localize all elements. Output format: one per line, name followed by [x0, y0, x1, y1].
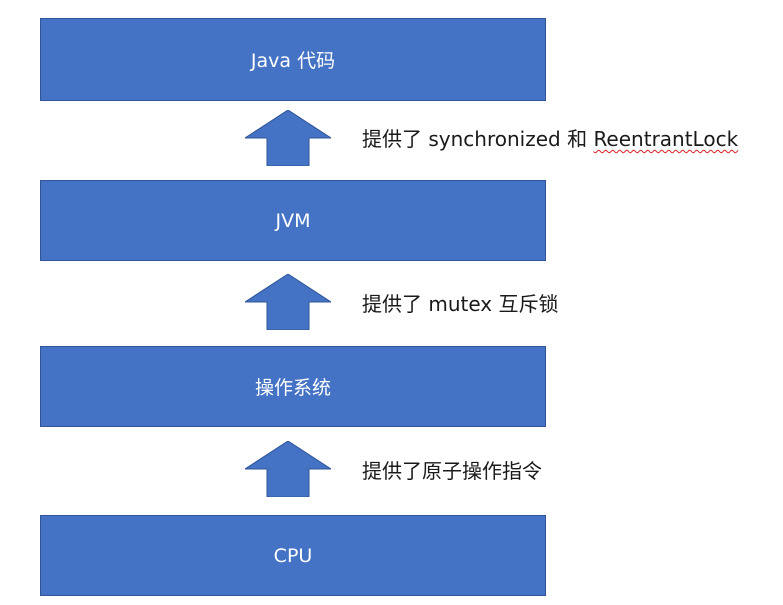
cpu-layer[interactable]: CPU	[40, 515, 546, 596]
caption-text: 提供了 mutex 互斥锁	[362, 292, 559, 316]
reentrantlock-text: ReentrantLock	[593, 127, 739, 151]
up-arrow-icon	[245, 441, 331, 497]
up-arrow-icon	[245, 274, 331, 330]
caption-text: 提供了原子操作指令	[362, 459, 542, 483]
jvm-layer[interactable]: JVM	[40, 180, 546, 261]
java-code-layer[interactable]: Java 代码	[40, 18, 546, 101]
caption-text: 提供了 synchronized 和	[362, 127, 594, 151]
jvm-label: JVM	[275, 209, 311, 232]
operating-system-layer[interactable]: 操作系统	[40, 346, 546, 427]
cpu-provides-caption: 提供了原子操作指令	[362, 459, 542, 483]
java-code-label: Java 代码	[250, 50, 336, 72]
operating-system-label: 操作系统	[254, 377, 331, 399]
os-provides-caption: 提供了 mutex 互斥锁	[362, 292, 559, 316]
up-arrow-icon	[245, 110, 331, 166]
cpu-label: CPU	[273, 544, 313, 567]
jvm-provides-caption: 提供了 synchronized 和 ReentrantLock	[362, 127, 738, 151]
